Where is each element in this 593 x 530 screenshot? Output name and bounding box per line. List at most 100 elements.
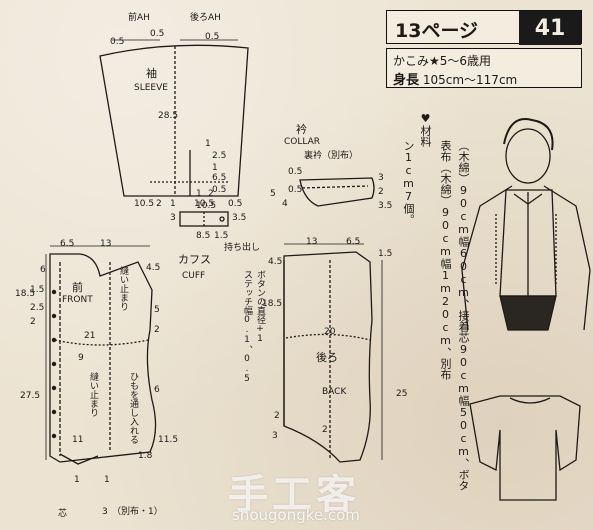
cuff-dim: 3.5 <box>232 213 247 223</box>
watermark-logo: 手工客 <box>228 472 360 518</box>
sleeve-outline <box>99 44 249 197</box>
back-dim: 1.5 <box>378 249 393 259</box>
back-dim: 4.5 <box>268 257 283 267</box>
sleeve-dim: 0.5 <box>228 199 243 209</box>
back-dim: 2 <box>274 411 280 421</box>
collar-dim: 5 <box>270 189 276 199</box>
cuff-dim: 8.5 <box>196 231 211 241</box>
collar-outline <box>299 177 375 207</box>
back-dim: 13 <box>306 237 318 247</box>
front-dim: 4.5 <box>146 263 161 273</box>
watermark-url: shougongke.com <box>232 506 360 524</box>
front-dim: 2.5 <box>30 303 45 313</box>
front-dim: 13 <box>100 239 112 249</box>
collar-label-en: COLLAR <box>284 137 321 147</box>
collar-label-jp: 衿 <box>296 123 307 136</box>
front-tuck-note-3: ひもを通し入れる <box>128 372 138 444</box>
front-bottom-label: 芯 <box>58 509 68 519</box>
sleeve-dim: 2 <box>156 199 162 209</box>
cuff-dim: 10.5 <box>196 201 217 211</box>
cuff-label-jp: カフス <box>178 253 211 266</box>
back-stitch-note: ステッチ幅0.1、0.5 <box>242 270 252 384</box>
sleeve-dim: 1 <box>205 139 211 149</box>
back-bodice-outline <box>283 251 373 463</box>
front-tuck-note-1: 縫い止まり <box>118 266 128 311</box>
materials-line-2: （木綿）90cm幅60cm、接着芯90cm幅50cm、ボタ <box>457 140 470 491</box>
front-dim: 6.5 <box>60 239 75 249</box>
materials-line-3: ン1cm7個。 <box>402 140 415 225</box>
front-dim: 11 <box>72 435 84 445</box>
front-dim: 1 <box>74 475 80 485</box>
sleeve-label-en: SLEEVE <box>134 83 168 93</box>
back-dim: 18.5 <box>262 299 283 309</box>
back-dim: 20 <box>324 327 336 337</box>
sleeve-dim: 10.5 <box>134 199 155 209</box>
cuff-label-en: CUFF <box>182 271 206 281</box>
sleeve-label-jp: 袖 <box>146 67 157 80</box>
front-bottom-dim: 3 <box>102 507 108 517</box>
sleeve-back-ah: 後ろAH <box>190 13 221 23</box>
front-dim: 6 <box>40 265 46 275</box>
back-dim: 6.5 <box>346 237 361 247</box>
front-dim: 21 <box>84 331 96 341</box>
collar-dim: 4 <box>282 199 288 209</box>
back-label-jp: 後ろ <box>316 351 338 364</box>
cuff-outline <box>179 211 229 227</box>
sleeve-dim: 1 <box>196 189 202 199</box>
shirt-back-illustration <box>469 395 581 501</box>
back-label-en: BACK <box>322 387 347 397</box>
sleeve-dim: 1 <box>170 199 176 209</box>
back-dim: 3 <box>272 431 278 441</box>
sleeve-dim: 0.5 <box>110 37 125 47</box>
pattern-header: 13ページ 41 かこみ★5～6歳用 身長 105cm～117cm <box>386 10 582 106</box>
front-label-jp: 前 <box>72 281 83 294</box>
sleeve-dim: 2.5 <box>212 151 227 161</box>
front-dim: 9 <box>78 353 84 363</box>
sleeve-front-ah: 前AH <box>128 13 150 23</box>
sleeve-dim: 0.5 <box>205 32 220 42</box>
child-illustration <box>461 118 591 331</box>
sleeve-dim: 6.5 <box>212 173 227 183</box>
collar-sub-label: 裏衿（別布） <box>304 151 359 161</box>
front-label-en: FRONT <box>62 295 93 305</box>
collar-dim: 0.5 <box>288 185 303 195</box>
sleeve-dim: 28.5 <box>158 111 179 121</box>
sleeve-dim: 1 <box>212 163 218 173</box>
back-dim: 25 <box>396 389 408 399</box>
collar-dim: 0.5 <box>288 167 303 177</box>
materials-line-1: 表布（木綿）90cm幅1m20cm、別布 <box>439 140 452 380</box>
front-dim: 27.5 <box>20 391 41 401</box>
front-dim: 11.5 <box>158 435 179 445</box>
cuff-note: 持ち出し <box>224 243 261 253</box>
height-label: 身長 <box>393 73 420 88</box>
front-dim: 18.5 <box>15 289 36 299</box>
front-dim: 2 <box>30 317 36 327</box>
height-line: 身長 105cm～117cm <box>393 69 517 88</box>
page-label: 13ページ <box>395 20 479 42</box>
back-button-note: ボタンの直径+1 <box>255 270 265 344</box>
cuff-dim: 1.5 <box>214 231 229 241</box>
collar-dim: 3.5 <box>378 201 393 211</box>
collar-dim: 3 <box>378 173 384 183</box>
age-range: かこみ★5～6歳用 <box>393 54 492 68</box>
sleeve-dim: 2 <box>208 189 214 199</box>
page-reference-box: 13ページ 41 <box>386 10 582 45</box>
front-dim: 2 <box>154 325 160 335</box>
cuff-dim: 3 <box>170 213 176 223</box>
front-dim: 1.8 <box>138 451 153 461</box>
page-number: 41 <box>519 11 581 45</box>
collar-dim: 2 <box>378 187 384 197</box>
height-range: 105cm～117cm <box>422 73 518 87</box>
front-dim: 5 <box>154 305 160 315</box>
front-dim: 1 <box>104 475 110 485</box>
front-bodice-outline <box>49 253 157 463</box>
front-tuck-note-2: 縫い止まり <box>88 372 98 417</box>
sleeve-dim: 0.5 <box>212 185 227 195</box>
materials-title: ♥材料 <box>419 112 432 147</box>
front-dim: 6 <box>154 385 160 395</box>
front-dim: 1.5 <box>30 285 45 295</box>
back-dim: 2 <box>322 425 328 435</box>
